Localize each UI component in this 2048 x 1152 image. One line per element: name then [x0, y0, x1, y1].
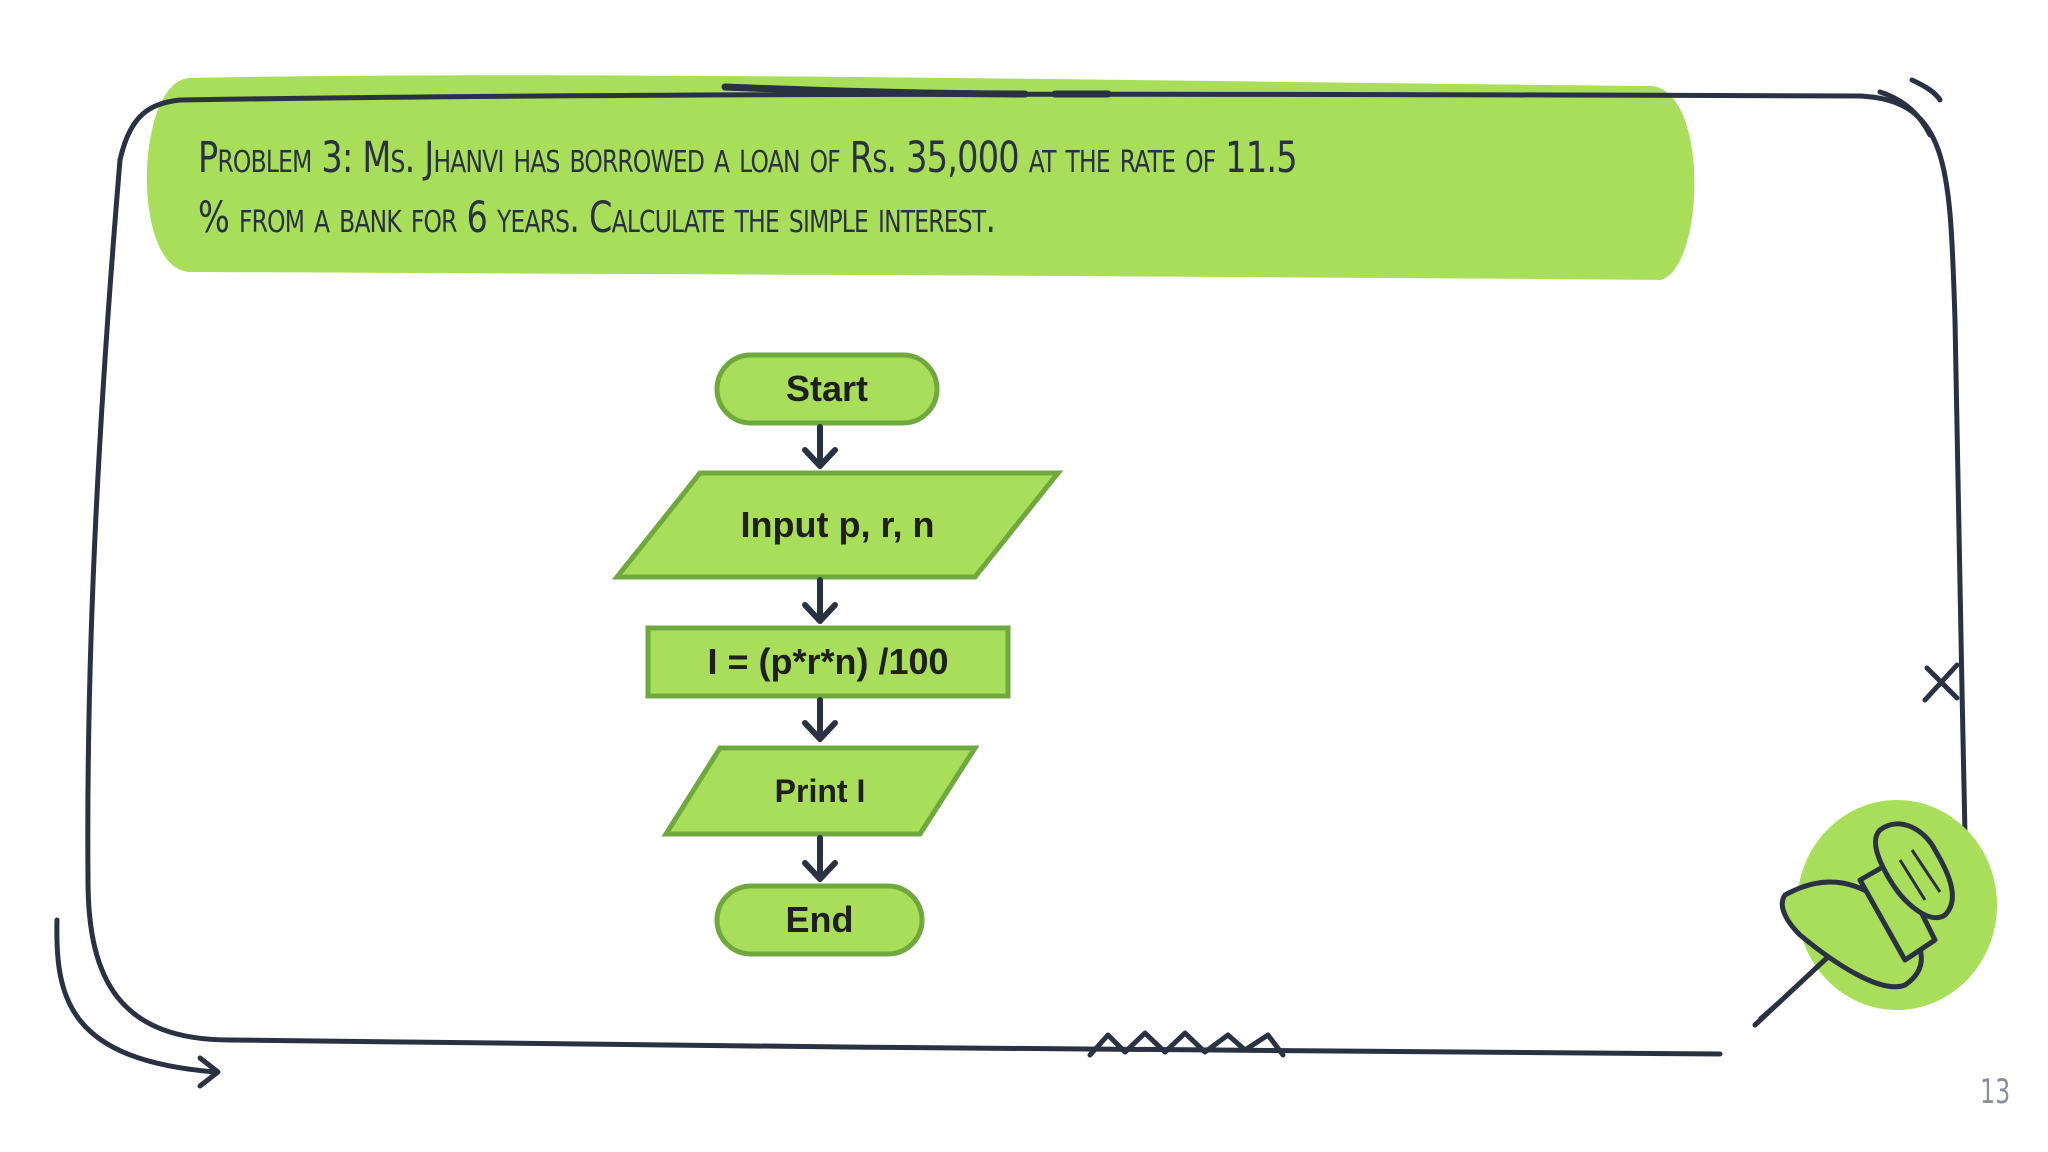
output-parallelogram	[661, 745, 980, 837]
title-highlight	[146, 75, 1695, 280]
arrow	[802, 835, 838, 882]
flowchart	[611, 352, 1064, 957]
start-terminal	[714, 352, 940, 426]
bottom-zigzag	[1087, 1030, 1286, 1058]
corner-mark	[1877, 89, 1933, 138]
process-label: I = (p*r*n) /100	[707, 641, 949, 682]
problem-statement: Problem 3: Ms. Jhanvi has borrowed a loa…	[198, 133, 1298, 243]
frame-border	[85, 91, 1968, 1057]
output-label: Print I	[774, 772, 866, 809]
corner-arrow	[54, 917, 218, 1075]
x-mark	[1922, 662, 1960, 703]
arrow	[802, 424, 838, 469]
frame-dash	[721, 83, 1029, 98]
arrow	[802, 697, 838, 742]
input-label: Input p, r, n	[740, 504, 935, 545]
process-box	[645, 625, 1011, 699]
arrow	[802, 577, 838, 624]
end-label: End	[785, 899, 854, 940]
start-label: Start	[785, 368, 869, 409]
corner-arrow-head	[197, 1055, 221, 1089]
corner-mark	[1909, 77, 1943, 103]
pushpin-icon	[1752, 800, 1997, 1028]
page-number: 13	[1979, 1072, 2010, 1112]
input-parallelogram	[611, 470, 1064, 580]
end-terminal	[714, 883, 925, 957]
